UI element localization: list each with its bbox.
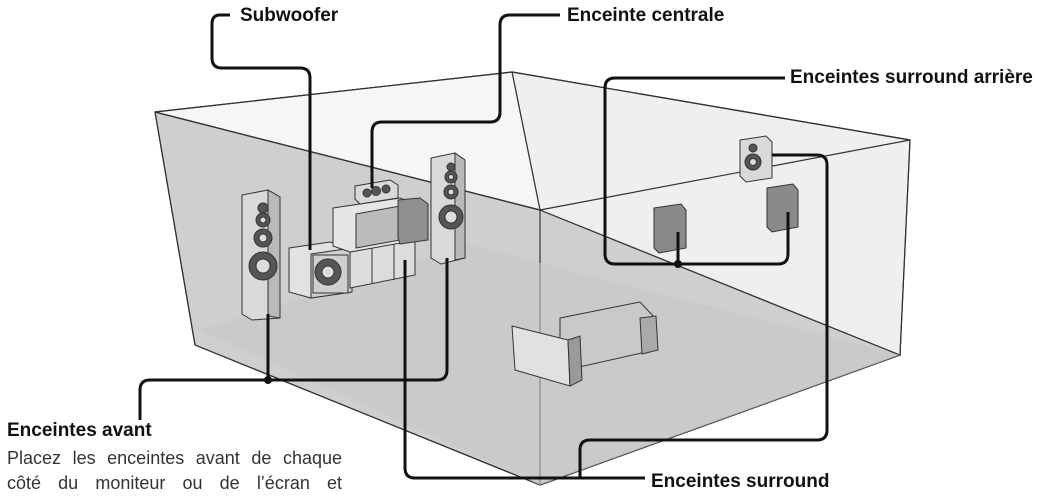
front-mini-speaker bbox=[397, 197, 429, 245]
room-edge bbox=[154, 111, 541, 211]
leader-dots bbox=[264, 260, 682, 384]
front-leader bbox=[138, 258, 449, 420]
center-leader bbox=[370, 13, 560, 188]
front-left-speaker bbox=[241, 189, 281, 321]
subwoofer-leader bbox=[210, 13, 312, 250]
front-right-speaker bbox=[430, 152, 466, 265]
room-edge bbox=[194, 344, 541, 486]
room-edge bbox=[154, 71, 513, 113]
room-edge bbox=[154, 111, 196, 346]
rear-surround-leader bbox=[603, 76, 790, 266]
rear-surround-label: Enceintes surround arrière bbox=[790, 67, 1033, 88]
subwoofer-speaker bbox=[288, 241, 353, 299]
room-edge bbox=[511, 71, 911, 141]
center-speaker-label: Enceinte centrale bbox=[567, 5, 725, 26]
front-speakers-label: Enceintes avant bbox=[7, 420, 152, 441]
tv-cabinet bbox=[332, 197, 419, 289]
rear-surround-speaker bbox=[739, 135, 773, 183]
surround-right-leader bbox=[578, 153, 829, 478]
center-speaker bbox=[354, 179, 399, 205]
sofa bbox=[511, 301, 659, 387]
leader-lines bbox=[138, 13, 829, 480]
front-speakers-description: Placez les enceintes avant de chaque côt… bbox=[7, 448, 342, 493]
surround-left-speaker bbox=[653, 203, 687, 254]
surround-right-speaker bbox=[766, 183, 799, 233]
surround-leader bbox=[403, 260, 645, 480]
subwoofer-label: Subwoofer bbox=[240, 5, 339, 26]
room-edge bbox=[899, 139, 911, 356]
surround-speakers-label: Enceintes surround bbox=[651, 471, 830, 492]
room-edge bbox=[539, 139, 911, 211]
